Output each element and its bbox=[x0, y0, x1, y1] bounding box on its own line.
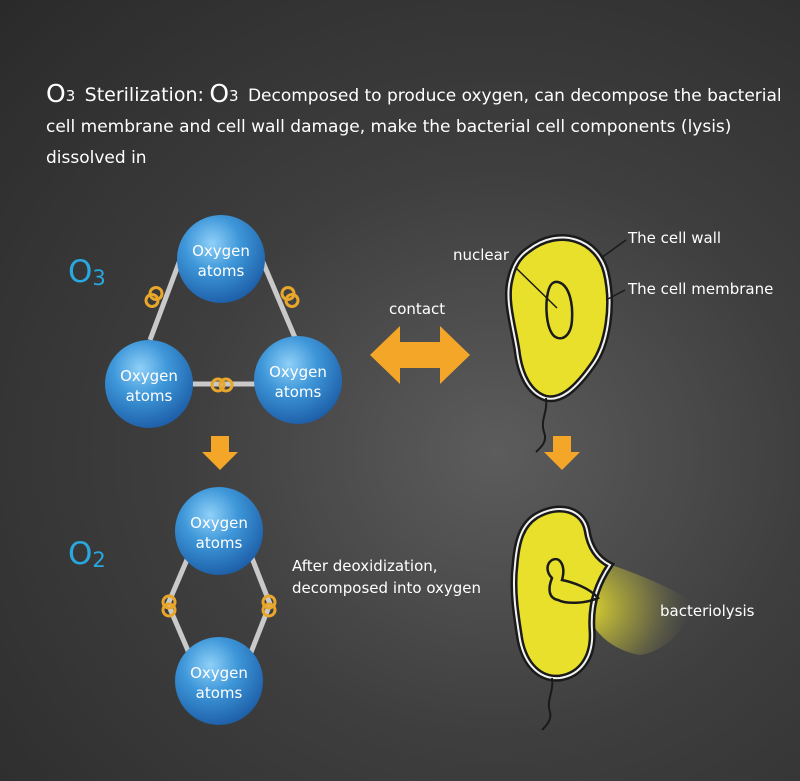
atom-label-o3-top: Oxygen atoms bbox=[192, 242, 250, 280]
headline-o3-subscript: 3 bbox=[65, 87, 76, 105]
o2-atoms bbox=[175, 487, 263, 725]
flagellum bbox=[535, 397, 548, 453]
o2-atom-bottom bbox=[175, 637, 263, 725]
leader-nuclear bbox=[514, 266, 558, 309]
headline-o3-symbol-2: O bbox=[209, 79, 229, 108]
atom-label-o3-left: Oxygen atoms bbox=[120, 367, 178, 405]
headline-o3-symbol: O bbox=[46, 79, 66, 108]
nucleus bbox=[545, 280, 574, 340]
label-cell-membrane: The cell membrane bbox=[628, 280, 774, 298]
o3-atom-top bbox=[177, 215, 265, 303]
down-arrow-right bbox=[544, 436, 580, 470]
label-cell-wall: The cell wall bbox=[628, 229, 722, 247]
headline-body: Decomposed to produce oxygen, can decomp… bbox=[46, 86, 782, 168]
label-bacteriolysis: bacteriolysis bbox=[660, 602, 755, 620]
down-arrow-left bbox=[202, 436, 238, 470]
o3-atom-right bbox=[254, 336, 342, 424]
o2-bonds bbox=[161, 547, 277, 661]
headline: O3 Sterilization: O3 Decomposed to produ… bbox=[46, 78, 796, 174]
formula-o3: O3 bbox=[68, 254, 106, 290]
bacterial-cell-intact bbox=[504, 233, 614, 453]
formula-o3-symbol: O bbox=[68, 254, 93, 290]
label-deoxidization: After deoxidization, decomposed into oxy… bbox=[292, 557, 482, 597]
formula-o2-symbol: O bbox=[68, 536, 93, 572]
o2-atom-top bbox=[175, 487, 263, 575]
leader-lines bbox=[514, 239, 627, 309]
formula-o2-subscript: 2 bbox=[92, 548, 106, 572]
contact-double-arrow bbox=[370, 326, 470, 384]
atom-label-o2-top: Oxygen atoms bbox=[190, 514, 248, 552]
leader-cell-membrane bbox=[605, 289, 626, 301]
label-contact: contact bbox=[389, 300, 446, 318]
o3-atom-left bbox=[105, 340, 193, 428]
flagellum-lysed bbox=[541, 677, 554, 731]
atom-label-o2-bottom: Oxygen atoms bbox=[190, 664, 248, 702]
atom-label-o3-right: Oxygen atoms bbox=[269, 363, 327, 401]
leader-cell-wall bbox=[600, 239, 627, 259]
o3-atoms bbox=[105, 215, 342, 428]
formula-o3-subscript: 3 bbox=[92, 266, 106, 290]
nucleus-damaged bbox=[546, 557, 600, 604]
formula-o2: O2 bbox=[68, 536, 106, 572]
headline-title: Sterilization: bbox=[84, 84, 204, 106]
label-nuclear: nuclear bbox=[453, 246, 510, 264]
headline-o3-subscript-2: 3 bbox=[229, 87, 239, 105]
bacterial-cell-lysed bbox=[510, 505, 690, 731]
